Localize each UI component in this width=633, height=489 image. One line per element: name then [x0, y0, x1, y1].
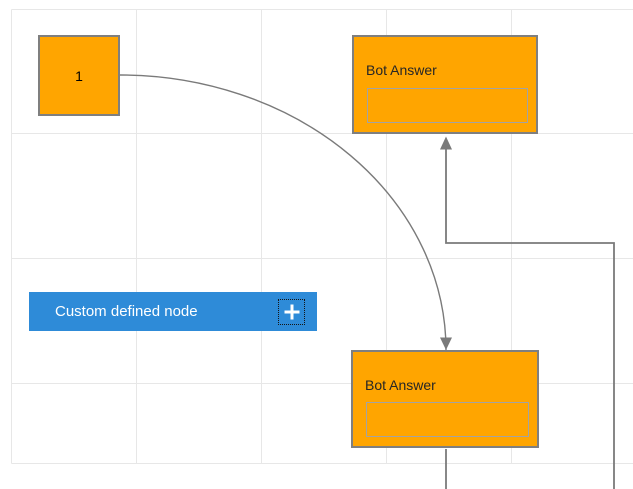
node-custom-defined[interactable]: Custom defined node: [29, 292, 317, 331]
custom-node-label: Custom defined node: [55, 303, 198, 320]
node-title: Bot Answer: [365, 377, 436, 393]
node-text-input: [367, 88, 528, 123]
plus-icon[interactable]: [278, 298, 305, 325]
node-title: Bot Answer: [366, 62, 437, 78]
node-start-square[interactable]: 1: [38, 35, 120, 116]
plus-icon-bar: [290, 304, 293, 319]
arrowhead-down-icon: [440, 337, 452, 350]
node-bot-answer-top[interactable]: Bot Answer: [352, 35, 538, 134]
node-text-input: [366, 402, 529, 437]
node-bot-answer-bottom[interactable]: Bot Answer: [351, 350, 539, 448]
orthogonal-connector[interactable]: [445, 149, 615, 489]
node-start-label: 1: [75, 67, 83, 84]
arrowhead-up-icon: [440, 136, 452, 150]
connectors: [119, 74, 615, 489]
curved-connector[interactable]: [119, 74, 447, 351]
